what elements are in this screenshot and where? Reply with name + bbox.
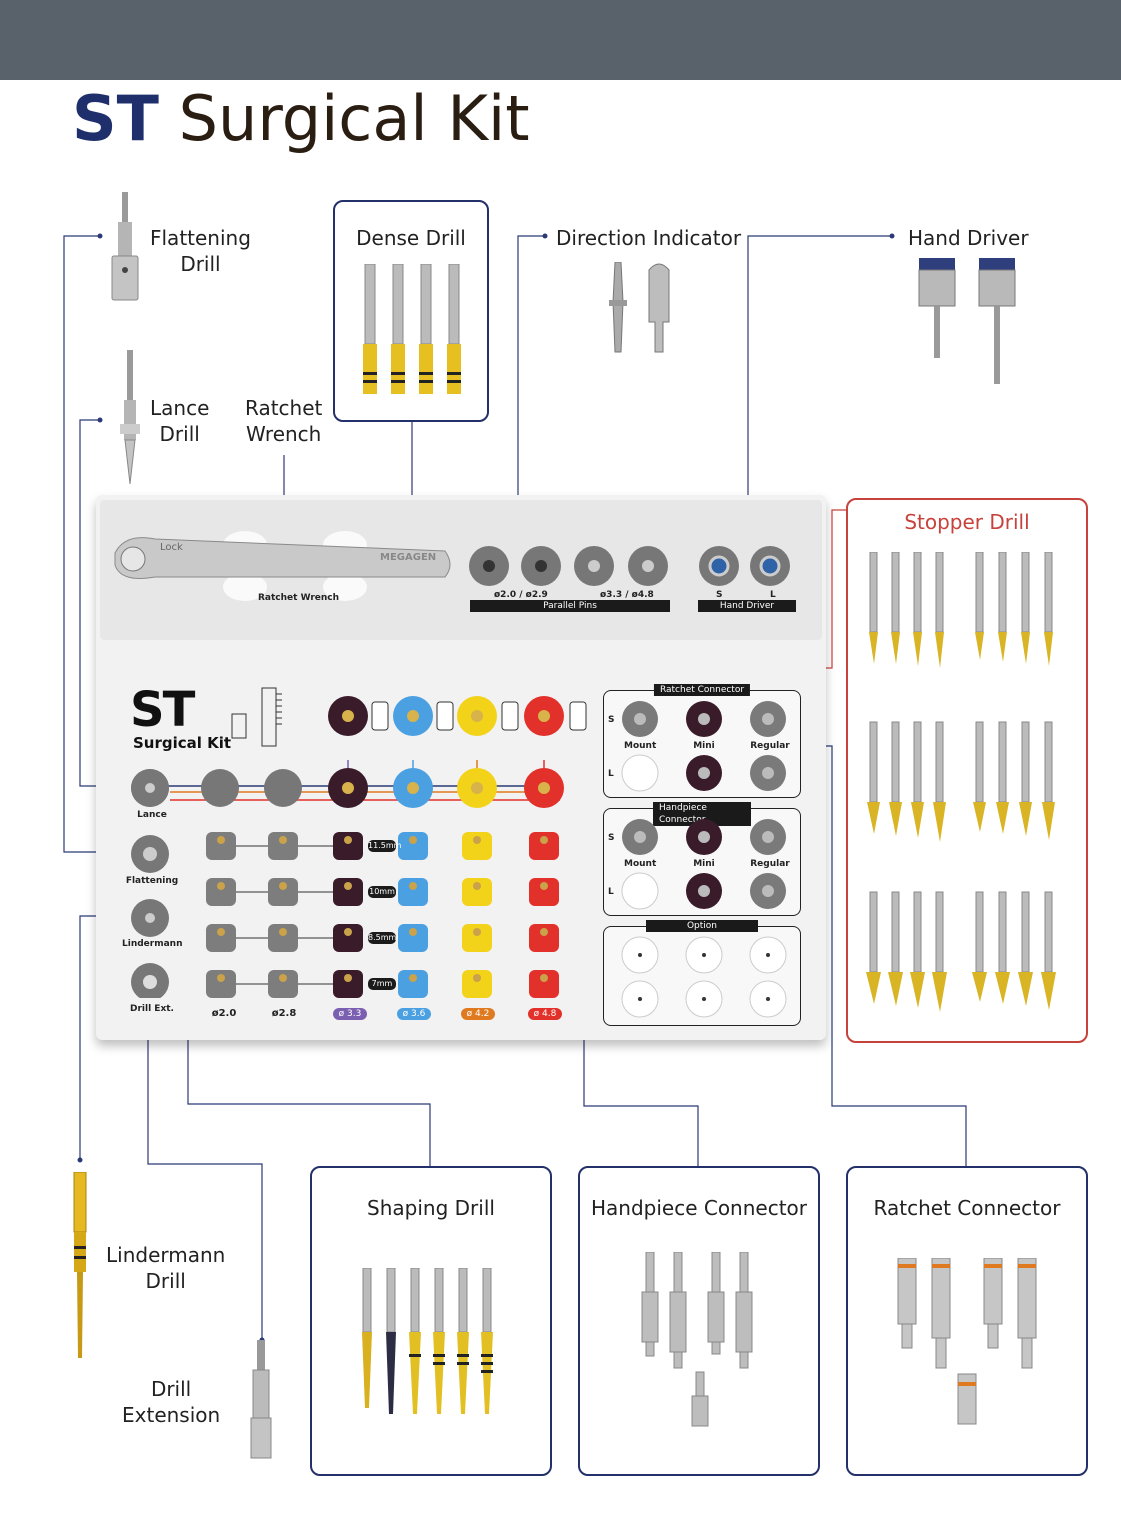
ratchet-line2: Wrench xyxy=(246,422,322,446)
hand-driver-label: Hand Driver xyxy=(908,226,1029,250)
slot-label-flattening: Flattening xyxy=(125,876,179,886)
lindermann-drill-label: Lindermann Drill xyxy=(106,1242,225,1294)
lance-drill-icon xyxy=(120,350,140,485)
title-brand: ST xyxy=(72,82,159,155)
dense-slots-icon xyxy=(328,696,587,736)
diameter-4-2: ø 4.2 xyxy=(461,1008,495,1020)
diameter-3-3: ø 3.3 xyxy=(333,1008,367,1020)
ratchet-connector-title: Ratchet Connector xyxy=(873,1196,1061,1220)
ratchet-connectors-icon xyxy=(897,1258,1037,1425)
dense-drill-title: Dense Drill xyxy=(356,226,466,250)
diameter-3-6: ø 3.6 xyxy=(397,1008,431,1020)
ratchet-connector-box: Ratchet Connector xyxy=(846,1166,1088,1476)
handpiece-row-l: L xyxy=(608,887,614,897)
ratchet-wrench-label: Ratchet Wrench xyxy=(245,395,322,447)
drill-slot-grid xyxy=(131,760,564,998)
depth-label-3: 8.5mm xyxy=(368,932,397,944)
ratchet-line1: Ratchet xyxy=(245,396,323,420)
brand-label: MEGAGEN xyxy=(380,552,437,563)
shaping-drills-icon xyxy=(362,1268,493,1414)
tray-ratchet-label: Ratchet Wrench xyxy=(258,593,340,603)
ratchet-panel-title: Ratchet Connector xyxy=(653,684,751,696)
drill-extension-line1: Drill xyxy=(150,1377,192,1401)
drill-extension-label: Drill Extension xyxy=(122,1376,220,1428)
depth-label-1: 11.5mm xyxy=(368,840,402,852)
drill-extension-icon xyxy=(250,1340,272,1459)
page-title: ST Surgical Kit xyxy=(72,88,530,150)
depth-label-2: 10mm xyxy=(368,886,396,898)
driver-size-l: L xyxy=(770,590,776,600)
ratchet-lock-label: Lock xyxy=(160,542,183,553)
ratchet-col-mount: Mount xyxy=(624,741,657,751)
parallel-pins-bar: Parallel Pins xyxy=(470,600,670,612)
handpiece-connector-panel: Handpiece Connector S L Mount Mini Regul… xyxy=(603,802,801,916)
tray-logo-sub: Surgical Kit xyxy=(133,734,232,752)
dense-drills-icon xyxy=(363,264,461,394)
ratchet-col-regular: Regular xyxy=(750,741,790,751)
hand-driver-slots-icon xyxy=(699,546,790,586)
lance-drill-label: Lance Drill xyxy=(150,395,209,447)
shaping-drill-box: Shaping Drill xyxy=(310,1166,552,1476)
ratchet-row-l: L xyxy=(608,769,614,779)
handpiece-col-regular: Regular xyxy=(750,859,790,869)
flattening-drill-label: Flattening Drill xyxy=(150,225,251,277)
handpiece-col-mount: Mount xyxy=(624,859,657,869)
handpiece-row-s: S xyxy=(608,833,615,843)
pins-size-1: ø2.0 / ø2.9 xyxy=(494,590,548,600)
title-rest: Surgical Kit xyxy=(178,82,530,155)
dense-drill-box: Dense Drill xyxy=(333,200,489,422)
diameter-4-8: ø 4.8 xyxy=(528,1008,562,1020)
diameter-2-0: ø2.0 xyxy=(211,1008,237,1019)
driver-size-s: S xyxy=(716,590,723,600)
stopper-drill-box: Stopper Drill xyxy=(846,498,1088,1043)
direction-indicator-label: Direction Indicator xyxy=(556,226,742,250)
depth-label-4: 7mm xyxy=(368,978,396,990)
ratchet-row-s: S xyxy=(608,715,615,725)
lindermann-drill-icon xyxy=(73,1172,87,1358)
tray-st-logo: ST xyxy=(130,682,195,738)
flattening-line1: Flattening xyxy=(150,226,251,250)
shaping-drill-title: Shaping Drill xyxy=(367,1196,495,1220)
handpiece-col-mini: Mini xyxy=(693,859,715,869)
drill-extension-line2: Extension xyxy=(122,1403,221,1427)
option-panel: Option xyxy=(603,920,801,1026)
pins-size-2: ø3.3 / ø4.8 xyxy=(600,590,654,600)
flattening-line2: Drill xyxy=(180,252,221,276)
left-column-slots xyxy=(131,769,169,998)
handpiece-panel-slots xyxy=(621,819,786,910)
hand-driver-icon xyxy=(918,258,1016,384)
handpiece-connectors-icon xyxy=(641,1252,753,1427)
direction-indicator-icon xyxy=(609,262,670,353)
slot-label-lance: Lance xyxy=(137,810,167,820)
hand-driver-bar: Hand Driver xyxy=(698,600,796,612)
parallel-pins-icon xyxy=(469,546,668,586)
ratchet-panel-slots xyxy=(621,701,786,792)
flattening-drill-icon xyxy=(111,192,139,301)
ratchet-col-mini: Mini xyxy=(693,741,715,751)
header-bar xyxy=(0,0,1121,80)
stopper-drills-icon xyxy=(866,552,1056,1012)
ratchet-wrench-icon xyxy=(114,531,451,601)
diameter-2-8: ø2.8 xyxy=(271,1008,297,1019)
slot-label-lindermann: Lindermann xyxy=(122,939,183,949)
option-panel-title: Option xyxy=(646,920,758,932)
lindermann-line2: Drill xyxy=(145,1269,186,1293)
slot-label-drill-ext: Drill Ext. xyxy=(130,1004,174,1014)
ratchet-connector-panel: Ratchet Connector S L Mount Mini Regular xyxy=(603,684,801,798)
lance-line1: Lance xyxy=(150,396,210,420)
lindermann-line1: Lindermann xyxy=(106,1243,226,1267)
depth-diagram-icon xyxy=(231,687,282,747)
option-slots xyxy=(621,936,787,1018)
stopper-drill-title: Stopper Drill xyxy=(904,510,1030,534)
lance-line2: Drill xyxy=(159,422,200,446)
handpiece-connector-box: Handpiece Connector xyxy=(578,1166,820,1476)
handpiece-connector-title: Handpiece Connector xyxy=(590,1196,808,1220)
